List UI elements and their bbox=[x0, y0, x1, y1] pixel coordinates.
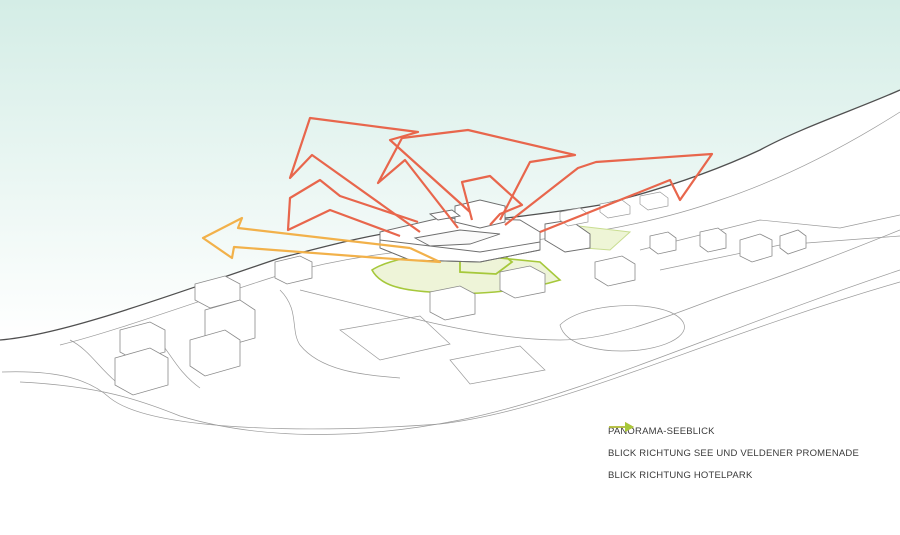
inner-road bbox=[299, 229, 900, 341]
legend: PANORAMA-SEEBLICK BLICK RICHTUNG SEE UND… bbox=[608, 420, 898, 486]
panorama-arrow-5 bbox=[460, 174, 524, 226]
legend-label: PANORAMA-SEEBLICK bbox=[608, 425, 715, 437]
hotel-complex bbox=[379, 199, 591, 263]
path-curve bbox=[279, 289, 401, 379]
main-road bbox=[19, 269, 900, 435]
legend-label: BLICK RICHTUNG HOTELPARK bbox=[608, 469, 753, 481]
see-promenade-arrow bbox=[201, 216, 442, 264]
field-parcel bbox=[339, 315, 451, 361]
panorama-arrow-1 bbox=[288, 116, 471, 233]
site-outline bbox=[1, 281, 900, 430]
legend-label: BLICK RICHTUNG SEE UND VELDENER PROMENAD… bbox=[608, 447, 860, 459]
panorama-arrows bbox=[286, 116, 714, 238]
road-loop bbox=[559, 305, 685, 352]
legend-item-panorama: PANORAMA-SEEBLICK bbox=[608, 420, 898, 442]
east-buildings bbox=[429, 227, 807, 321]
lake-area bbox=[0, 0, 900, 340]
arrow-icon bbox=[609, 422, 634, 432]
legend-item-hotelpark: BLICK RICHTUNG HOTELPARK bbox=[608, 422, 898, 486]
field-parcel-2 bbox=[449, 345, 546, 385]
panorama-arrow-4 bbox=[286, 178, 419, 238]
panorama-arrow-3 bbox=[504, 152, 714, 234]
panorama-arrow-2 bbox=[376, 128, 577, 229]
legend-item-see-promenade: BLICK RICHTUNG SEE UND VELDENER PROMENAD… bbox=[608, 422, 898, 464]
west-buildings bbox=[114, 255, 313, 396]
